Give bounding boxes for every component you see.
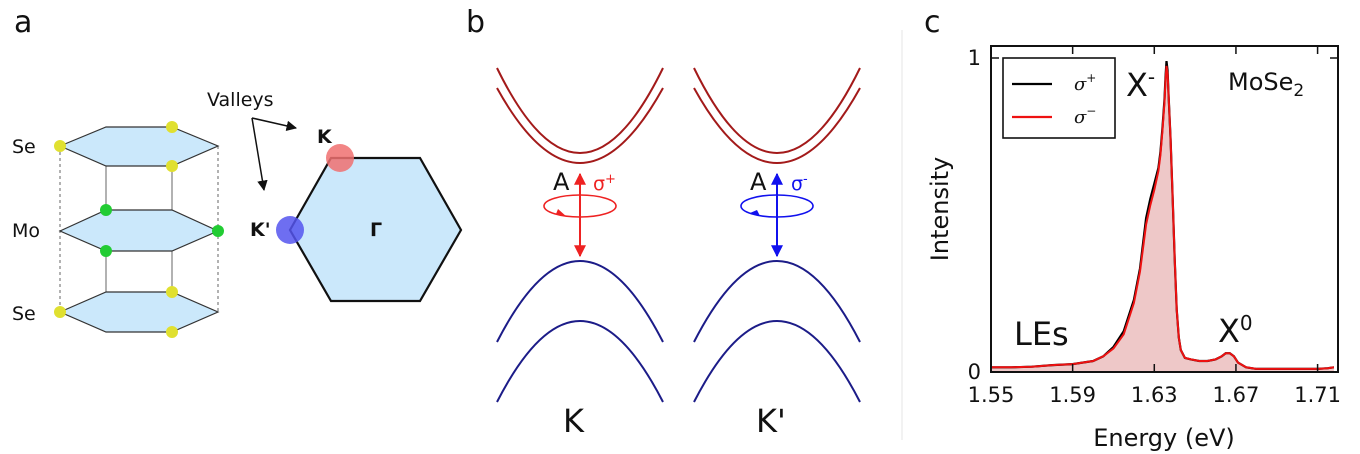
kprime-valley-label: K' [756, 402, 786, 440]
atom-label-se-top: Se [12, 136, 36, 158]
legend-label-sigma-plus: σ+ [1074, 71, 1096, 95]
x-ticks: 1.55 1.59 1.63 1.67 1.71 [968, 46, 1341, 407]
x-tick-label: 1.59 [1049, 383, 1096, 407]
k-valley-label: K [563, 402, 585, 440]
se-plane-bottom [58, 291, 220, 333]
trion-peak-label: X- [1126, 65, 1155, 104]
kprime-valley-circle [276, 216, 304, 244]
panel-b-label: b [466, 5, 485, 40]
x-tick-label: 1.63 [1131, 383, 1178, 407]
material-label: MoSe2 [1228, 68, 1304, 101]
valleys-arrow-kprime [251, 117, 268, 192]
k-conduction-bands [496, 67, 664, 164]
panel-b: b A σ+ K A σ- K' [466, 5, 861, 440]
y-tick-label: 0 [968, 360, 981, 384]
sigma-plus-label: σ+ [593, 172, 616, 195]
legend-box [1002, 57, 1116, 139]
x-tick-label: 1.67 [1213, 383, 1260, 407]
se-atoms-top [54, 121, 178, 172]
mo-plane [58, 209, 220, 252]
spectrum-fill [991, 65, 1334, 373]
sigma-plus-rotation-arrowhead [556, 209, 567, 217]
valleys-label: Valleys [207, 89, 274, 111]
plot-frame [990, 45, 1339, 373]
k-label: K [317, 126, 333, 148]
x-tick-label: 1.55 [968, 383, 1015, 407]
spectrum-series [991, 60, 1335, 370]
legend-label-sigma-minus: σ− [1074, 104, 1096, 128]
panel-a-label: a [14, 5, 32, 40]
sigma-minus-rotation-arrowhead [750, 210, 760, 216]
y-tick-label: 1 [968, 46, 981, 70]
kprime-label: K' [250, 219, 271, 241]
y-axis-label: Intensity [926, 157, 954, 261]
panel-c-label: c [924, 5, 941, 40]
localized-emitters-label: LEs [1014, 315, 1069, 353]
y-ticks: 01 [968, 46, 1338, 384]
k-valley-circle [326, 144, 354, 172]
kprime-valence-bands [693, 260, 861, 403]
mo-atoms [100, 204, 224, 257]
valleys-arrow-k [251, 117, 298, 132]
k-transition-label: A [553, 168, 570, 196]
se-atoms-bottom [54, 286, 178, 338]
exciton-peak-label: X0 [1218, 311, 1253, 350]
atom-label-mo: Mo [12, 220, 40, 242]
gamma-label: Γ [370, 219, 382, 241]
x-axis-label: Energy (eV) [1093, 424, 1235, 452]
k-valence-bands [496, 260, 664, 403]
kprime-conduction-bands [693, 67, 861, 164]
sigma-minus-rotation [740, 194, 814, 218]
x-tick-label: 1.71 [1294, 383, 1341, 407]
panel-a: a Se Mo Se Valleys [12, 5, 463, 338]
sigma-minus-label: σ- [791, 172, 808, 195]
atom-label-se-bottom: Se [12, 303, 36, 325]
se-plane-top [58, 126, 220, 167]
legend: σ+ σ− [1002, 57, 1116, 139]
kprime-transition-label: A [750, 168, 767, 196]
series-line-1 [991, 65, 1335, 370]
sigma-plus-rotation [543, 194, 617, 218]
